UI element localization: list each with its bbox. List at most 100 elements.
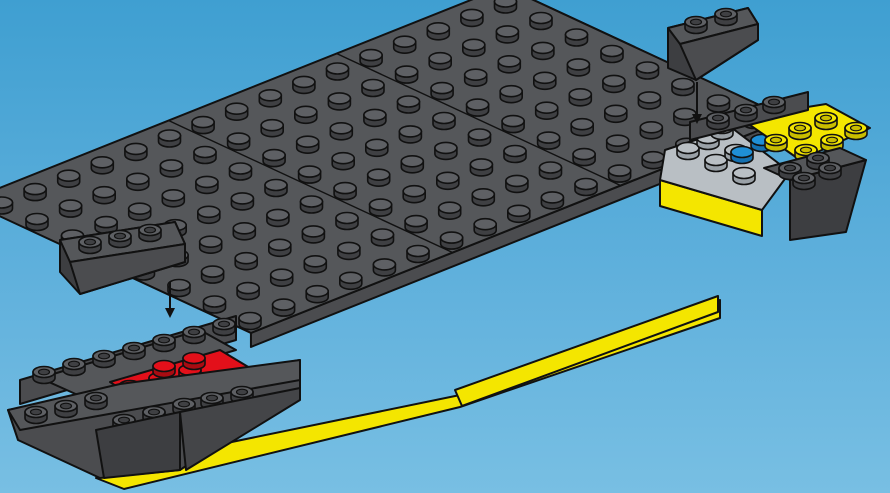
stud (426, 21, 451, 41)
stud (157, 129, 182, 148)
front-slope-top (7, 359, 301, 431)
stud (465, 98, 490, 117)
stud (372, 258, 397, 277)
stud (124, 142, 148, 162)
stud (152, 333, 176, 353)
stud (497, 54, 522, 74)
front-dark-plate-top (39, 329, 237, 397)
stud (161, 189, 186, 208)
slope-brick-left-slope (69, 243, 186, 295)
stud (529, 11, 553, 31)
stud (792, 171, 816, 191)
stud (212, 317, 236, 337)
stud (108, 229, 132, 249)
stud (568, 88, 593, 107)
slope-brick-left (59, 221, 186, 295)
stud (671, 77, 695, 97)
light-gray-stud (732, 166, 756, 186)
stud (267, 238, 292, 258)
stud (639, 121, 664, 140)
stud (299, 195, 324, 214)
stud (167, 278, 191, 298)
stud (637, 91, 662, 110)
stud (293, 105, 318, 125)
stud (471, 188, 496, 207)
stud (392, 35, 417, 54)
yellow-stud (814, 111, 838, 131)
stud (264, 178, 288, 198)
stud (224, 102, 249, 121)
stud (25, 212, 49, 232)
stud (305, 284, 330, 304)
stud (432, 111, 456, 131)
stud (531, 41, 555, 61)
main-plate-studs (0, 0, 766, 331)
stud (90, 156, 115, 175)
stud (337, 241, 361, 261)
stud (460, 8, 484, 28)
stud (536, 131, 561, 150)
main-plate (0, 0, 790, 348)
stud (366, 168, 391, 187)
plate-seam (168, 119, 453, 254)
stud (159, 159, 184, 178)
stud (398, 125, 423, 144)
stud (62, 357, 86, 377)
stud (228, 162, 253, 181)
stud (574, 177, 598, 197)
front-slope-face-2 (179, 387, 301, 471)
yellow-base-edge (454, 295, 719, 407)
stud (303, 254, 328, 274)
stud (54, 399, 78, 419)
slope-brick-right (667, 7, 759, 81)
stud (404, 214, 428, 234)
stud (402, 184, 427, 204)
stud (266, 208, 290, 228)
stud (394, 65, 419, 84)
stud (126, 172, 150, 192)
yellow-stud (764, 133, 788, 153)
stud (506, 204, 531, 224)
stud (260, 118, 285, 138)
stud (200, 265, 225, 284)
stud (301, 225, 326, 244)
stud (197, 205, 221, 225)
stud (94, 215, 118, 235)
stud (58, 199, 83, 218)
stud (182, 325, 206, 345)
stud (605, 134, 630, 153)
yellow-stud (820, 133, 844, 153)
stud (572, 147, 596, 167)
stud (230, 192, 255, 211)
stud (818, 161, 842, 181)
stud (602, 74, 626, 94)
stud (297, 165, 322, 184)
stud (232, 222, 257, 241)
stud (359, 48, 383, 68)
stud (127, 202, 152, 221)
stud (473, 217, 498, 237)
stud (234, 251, 258, 271)
stud (428, 51, 453, 71)
stud (635, 61, 660, 80)
stud (566, 58, 591, 77)
stud (198, 235, 223, 254)
stud (564, 28, 589, 47)
stud (122, 341, 146, 361)
stud (92, 349, 116, 369)
stud (0, 196, 14, 215)
stud (363, 108, 387, 128)
stud (138, 223, 162, 243)
stud (706, 94, 731, 113)
stud (434, 141, 458, 161)
stud (499, 84, 524, 104)
stud (269, 268, 294, 287)
stud (327, 92, 352, 111)
stud (600, 44, 624, 64)
stud (258, 89, 283, 108)
stud (532, 71, 557, 91)
stud (495, 25, 520, 44)
stud (84, 391, 108, 411)
stud (493, 0, 518, 14)
